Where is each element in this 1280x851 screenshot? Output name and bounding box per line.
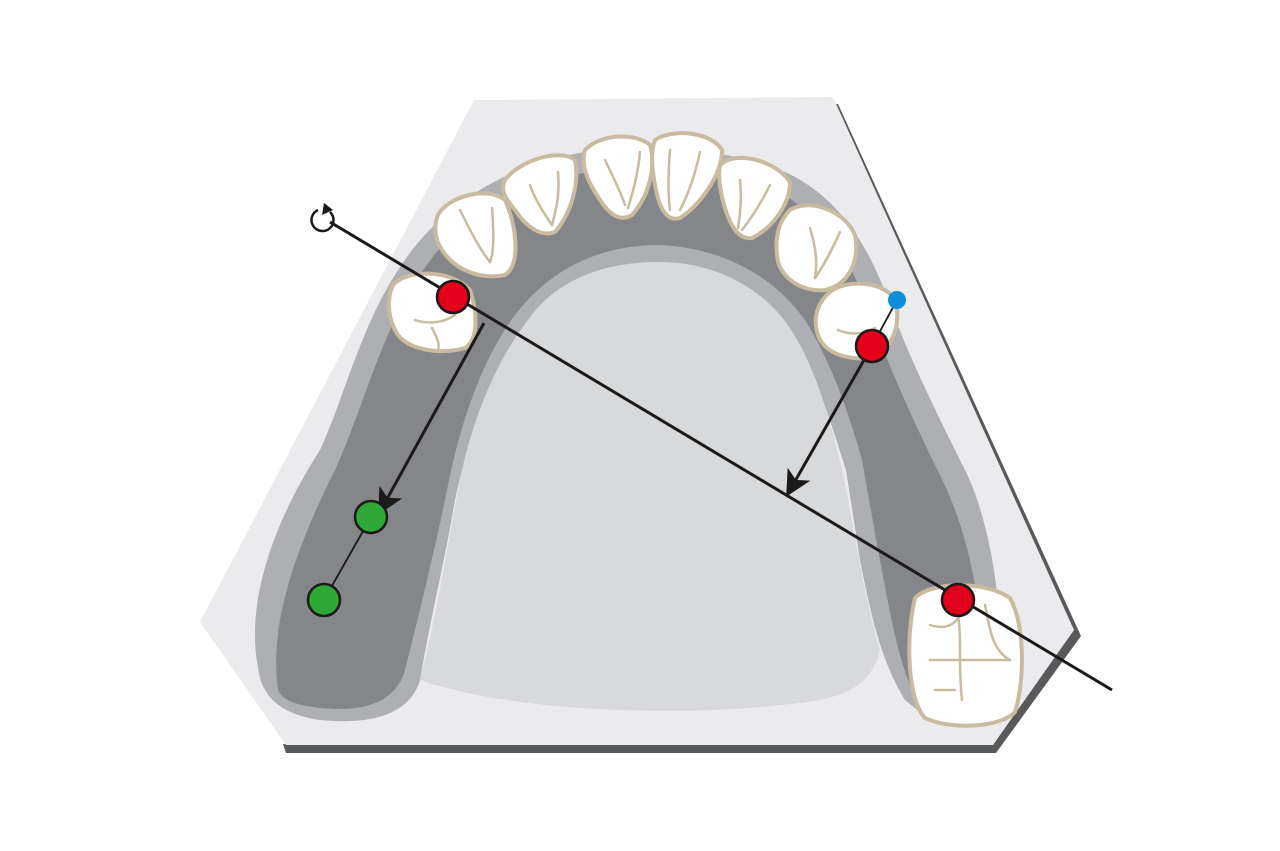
palate [420, 262, 880, 711]
red-marker-left [435, 279, 471, 315]
green-marker-upper [353, 499, 389, 535]
tooth-details [413, 148, 1012, 702]
red-marker-molar [940, 582, 976, 618]
tooth-lateral-incisor-right [717, 155, 792, 241]
tooth-canine-left [433, 191, 518, 279]
red-marker-right [854, 328, 890, 364]
green-marker-lower [306, 582, 342, 618]
left-direction-arrow [378, 322, 486, 515]
tooth-central-incisor-left [581, 134, 655, 220]
right-direction-arrow [786, 345, 874, 497]
markers [306, 279, 976, 618]
tooth-canine-right [774, 203, 859, 293]
blue-marker [888, 291, 906, 309]
rotation-icon [310, 203, 335, 233]
